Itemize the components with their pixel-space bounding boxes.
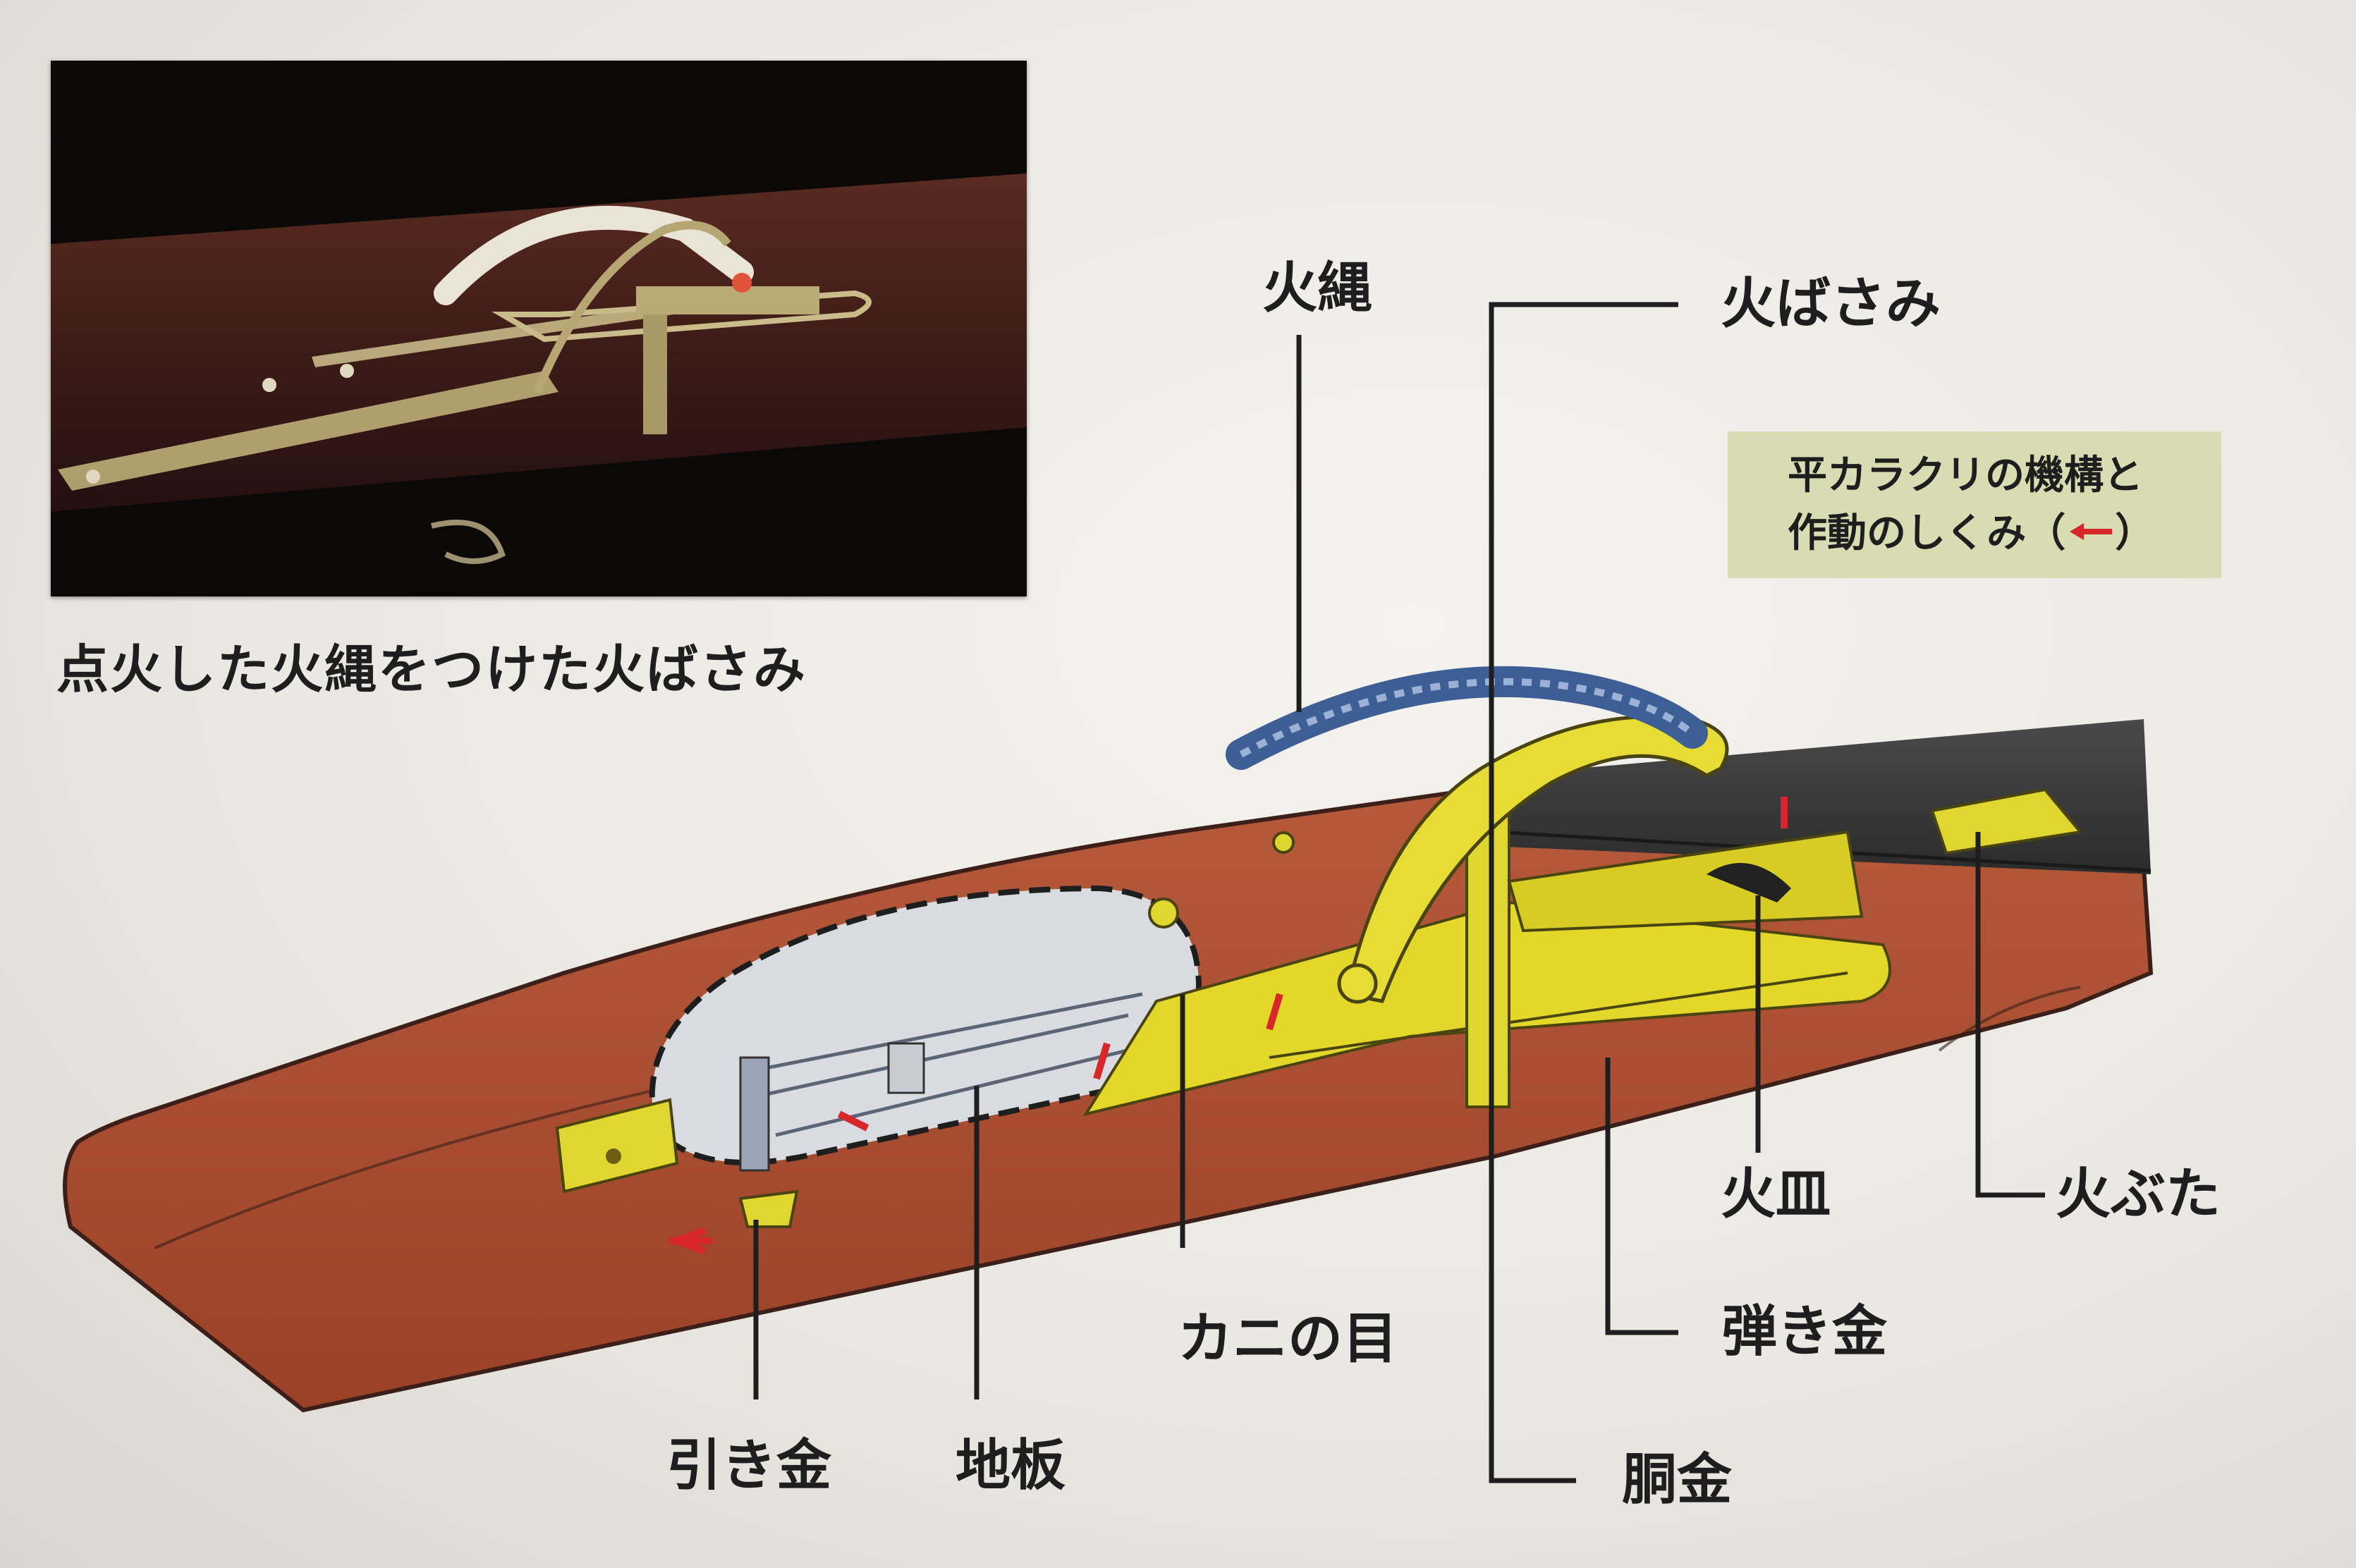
legend-line-1: 平カラクリの機構と <box>1788 453 2143 498</box>
label-dougane: 胴金 <box>1622 1448 1733 1512</box>
photo-caption: 点火した火縄をつけた火ばさみ <box>56 639 807 700</box>
matchlock-photo-drawing <box>51 173 1027 564</box>
legend-line-2: 作動のしくみ（ ） <box>1788 505 2202 563</box>
match-cord <box>1226 666 1708 770</box>
label-hinawa: 火縄 <box>1262 257 1373 320</box>
legend-line-2-prefix: 作動のしくみ（ <box>1788 510 2066 556</box>
brass-parts <box>555 714 2083 1228</box>
leader-hajikigane <box>1605 1058 1678 1335</box>
matchlock-photo <box>51 61 1027 596</box>
lock-plate <box>649 885 1202 1172</box>
red-arrow-icon <box>2070 523 2113 540</box>
label-hibuta: 火ぶた <box>2056 1163 2221 1226</box>
legend-line-2-suffix: ） <box>2115 510 2155 556</box>
label-hibasami: 火ばさみ <box>1721 272 1941 336</box>
label-kaninome: カニの目 <box>1178 1307 1398 1371</box>
action-arrows <box>666 797 1788 1255</box>
label-hikigane: 引き金 <box>666 1434 832 1497</box>
mechanism-legend: 平カラクリの機構と 作動のしくみ（ ） <box>1728 431 2221 578</box>
leader-hibuta <box>1975 832 2045 1198</box>
label-hizara: 火皿 <box>1721 1163 1831 1226</box>
leader-lines <box>753 302 2045 1483</box>
leader-hibasami <box>1489 302 1678 1483</box>
label-hajikigane: 弾き金 <box>1722 1300 1888 1364</box>
label-jiita: 地板 <box>956 1434 1066 1497</box>
